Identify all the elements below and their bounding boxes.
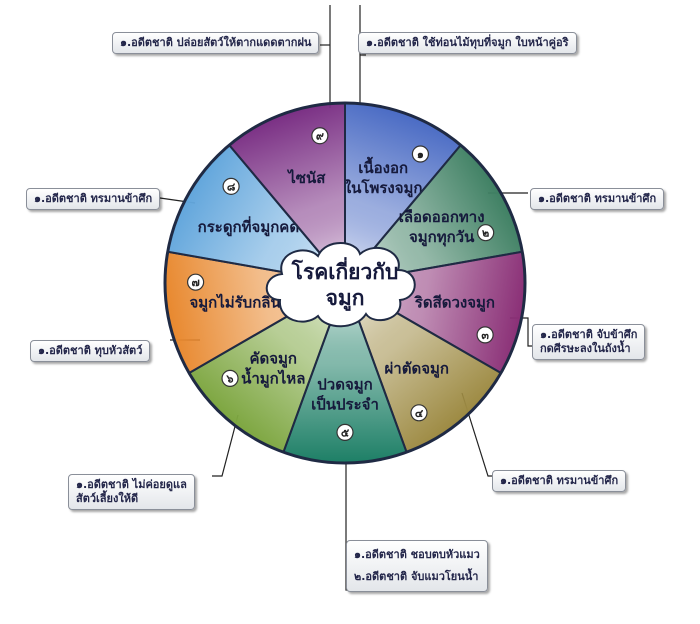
segment-number-badge (410, 404, 428, 422)
past-life-note-9: ๑.อดีตชาติ ปล่อยสัตว์ให้ตากแดดตากฝน (112, 32, 320, 54)
past-life-note-2: ๑.อดีตชาติ ทรมานข้าศึก (530, 188, 665, 210)
segment-number-9: ๙ (316, 130, 324, 143)
segment-number-badge (411, 145, 430, 163)
note-line: ๑.อดีตชาติ ทรมานข้าศึก (34, 192, 153, 205)
note-line: ๑.อดีตชาติ ทรมานข้าศึก (500, 474, 619, 487)
segment-label-6: คัดจมูก (249, 349, 297, 368)
segment-number-badge (336, 423, 354, 441)
segment-number-badge (311, 127, 329, 145)
past-life-note-8: ๑.อดีตชาติ ทรมานข้าศึก (26, 188, 161, 210)
segment-label-6: น้ำมูกไหล (241, 366, 305, 388)
segment-number-badge (477, 224, 495, 242)
note-line: ๑.อดีตชาติ ทุบหัวสัตว์ (38, 344, 143, 357)
connector-line (212, 414, 239, 477)
past-life-note-7: ๑.อดีตชาติ ทุบหัวสัตว์ (30, 340, 151, 362)
note-line: ๑.อดีตชาติ ใช้ท่อนไม้ทุบที่จมูก ใบหน้าคู… (366, 36, 569, 49)
segment-number-badge (222, 177, 240, 195)
segment-number-7: ๗ (191, 276, 199, 289)
segment-label-9: ไซนัส (286, 168, 326, 187)
segment-label-5: เป็นประจำ (311, 395, 379, 414)
segment-number-badge (221, 369, 239, 388)
segment-number-2: ๒ (482, 227, 489, 240)
center-title: จมูก (326, 286, 365, 312)
segment-number-8: ๘ (227, 180, 236, 193)
note-line: สัตว์เลี้ยงให้ดี (76, 492, 139, 505)
past-life-note-6: ๑.อดีตชาติ ไม่ค่อยดูแลสัตว์เลี้ยงให้ดี (68, 474, 195, 510)
center-title: โรคเกี่ยวกับ (291, 256, 399, 284)
segment-label-2: จมูกทุกวัน (409, 228, 475, 247)
segment-label-8: กระดูกที่จมูกคด (198, 216, 299, 237)
segment-label-7: จมูกไม่รับกลิ่น (189, 291, 281, 312)
note-line: กดศีรษะลงในถังน้ำ (540, 342, 631, 355)
segment-number-5: ๕ (341, 426, 350, 439)
segment-number-4: ๔ (415, 407, 424, 420)
note-line: ๑.อดีตชาติ ชอบตบหัวแมว (354, 548, 480, 561)
segment-number-1: ๑ (417, 148, 424, 161)
note-line: ๒.อดีตชาติ จับแมวโยนน้ำ (354, 570, 479, 583)
segment-number-badge (187, 273, 205, 291)
note-line: ๑.อดีตชาติ ปล่อยสัตว์ให้ตากแดดตากฝน (120, 36, 312, 49)
note-line: ๑.อดีตชาติ จับข้าศึก (540, 328, 638, 341)
center-cloud (265, 242, 416, 328)
segment-label-1: เนื้องอก (358, 156, 408, 177)
segment-label-4: ผ่าตัดจมูก (385, 359, 449, 378)
segment-label-1: ในโพรงจมูก (344, 178, 423, 198)
segment-number-6: ๖ (226, 372, 234, 385)
past-life-note-5: ๑.อดีตชาติ ชอบตบหัวแมว๒.อดีตชาติ จับแมวโ… (346, 540, 488, 592)
past-life-note-3: ๑.อดีตชาติ จับข้าศึกกดศีรษะลงในถังน้ำ (532, 324, 646, 360)
segment-label-2: เลือดออกทาง (399, 208, 485, 226)
segment-number-badge (476, 326, 494, 344)
segment-label-3: ริดสีดวงจมูก (414, 293, 495, 312)
segment-number-3: ๓ (481, 329, 489, 342)
past-life-note-1: ๑.อดีตชาติ ใช้ท่อนไม้ทุบที่จมูก ใบหน้าคู… (358, 32, 577, 54)
wheel-rim (163, 101, 527, 465)
past-life-note-4: ๑.อดีตชาติ ทรมานข้าศึก (492, 470, 627, 492)
note-line: ๑.อดีตชาติ ไม่ค่อยดูแล (76, 478, 187, 491)
note-line: ๑.อดีตชาติ ทรมานข้าศึก (538, 192, 657, 205)
segment-label-5: ปวดจมูก (317, 376, 372, 395)
center-node: โรคเกี่ยวกับจมูก (265, 242, 416, 328)
